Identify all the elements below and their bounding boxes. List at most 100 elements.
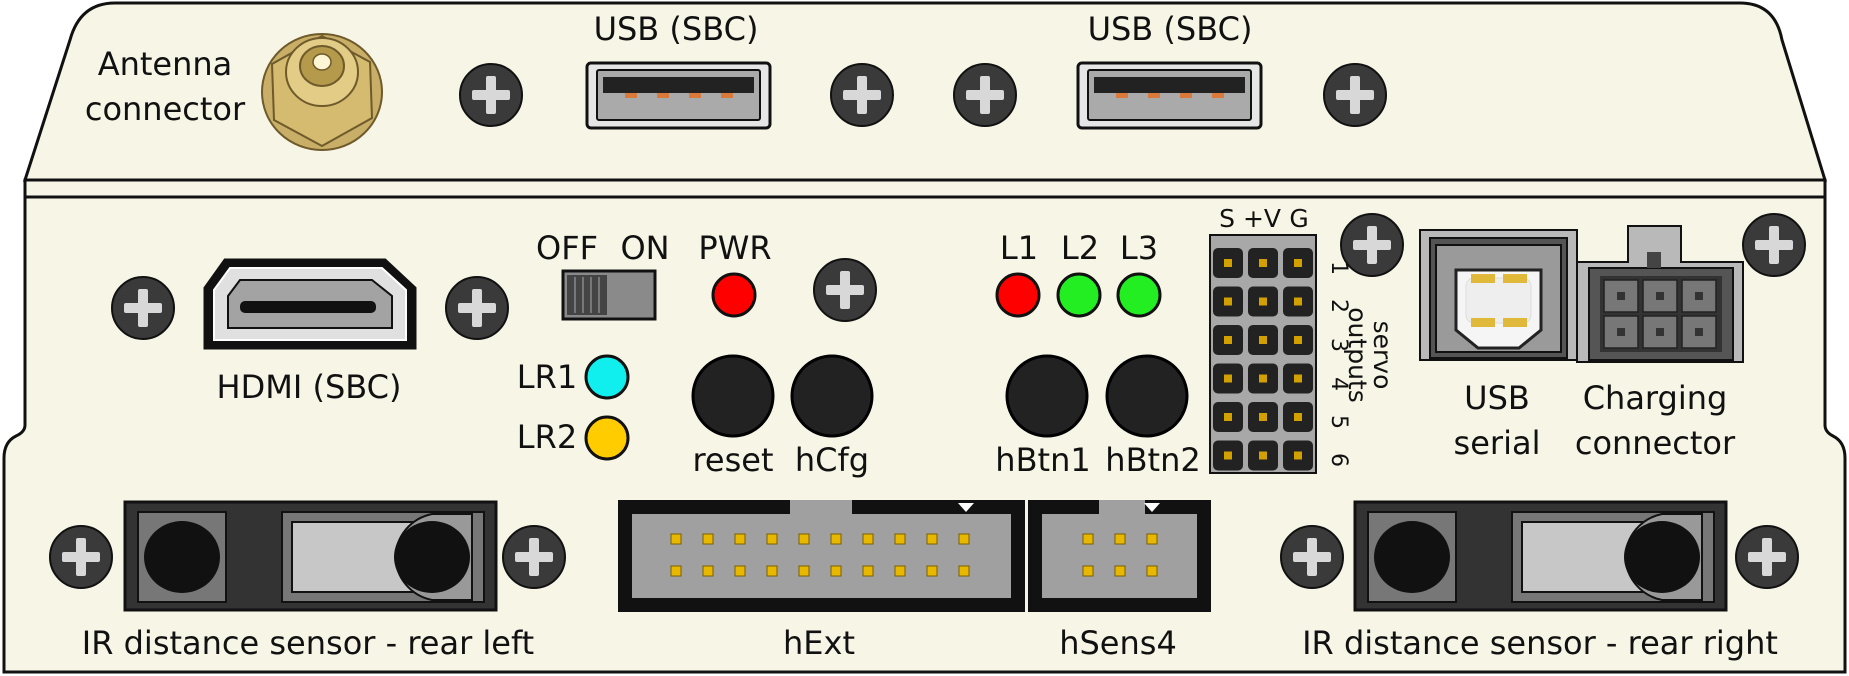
usb-sbc-right-label: USB (SBC)	[1088, 10, 1253, 48]
hext-pin	[734, 565, 746, 577]
hext-pin	[830, 565, 842, 577]
lr1-led	[584, 354, 630, 400]
hsens4-pin	[1146, 533, 1158, 545]
ir-sensor-rear-right	[1353, 500, 1728, 612]
usb-sbc-left-label: USB (SBC)	[594, 10, 759, 48]
power-switch	[561, 269, 657, 321]
upper-panel	[22, 1, 1828, 182]
antenna-connector-label-line2: connector	[85, 90, 246, 128]
hext-pin	[958, 533, 970, 545]
usb-sbc-right-port	[1076, 61, 1263, 130]
reset-button	[691, 354, 775, 438]
hext-pin	[958, 565, 970, 577]
hext-pin	[702, 565, 714, 577]
hext-pin	[894, 533, 906, 545]
screw-icon	[1323, 63, 1387, 127]
hsens4-label: hSens4	[1059, 624, 1177, 662]
ir-sensor-rear-left-label: IR distance sensor - rear left	[82, 624, 534, 662]
usb-serial-label: USB	[1464, 379, 1530, 417]
hbtn2-button	[1105, 354, 1189, 438]
hbtn2-label: hBtn2	[1105, 441, 1200, 479]
screw-icon	[49, 525, 113, 589]
lr2-label: LR2	[517, 418, 577, 456]
ir-sensor-rear-left	[123, 500, 498, 612]
servo-row-1: 1	[1326, 261, 1351, 275]
lr1-label: LR1	[517, 358, 577, 396]
hext-pin	[766, 565, 778, 577]
l3-led	[1116, 272, 1162, 318]
hdmi-label: HDMI (SBC)	[217, 368, 402, 406]
charging-connector-label: Charging	[1583, 379, 1728, 417]
screw-icon	[111, 276, 175, 340]
hsens4-pin	[1082, 533, 1094, 545]
screw-icon	[1735, 525, 1799, 589]
hext-label: hExt	[783, 624, 855, 662]
mounting-screws	[49, 63, 1806, 589]
hext-pin	[926, 565, 938, 577]
l2-label: L2	[1061, 229, 1099, 267]
servo-col-g: G	[1289, 204, 1308, 233]
screw-icon	[459, 63, 523, 127]
switch-off-label: OFF	[536, 229, 598, 267]
hsens4-pin	[1082, 565, 1094, 577]
hbtn1-button	[1005, 354, 1089, 438]
servo-header	[1209, 234, 1317, 474]
reset-label: reset	[692, 441, 773, 479]
servo-row-4: 4	[1326, 377, 1351, 391]
hbtn1-label: hBtn1	[995, 441, 1090, 479]
hdmi-port	[203, 258, 417, 350]
panel-divider-strip	[23, 178, 1827, 199]
hcfg-button	[790, 354, 874, 438]
screw-icon	[1340, 213, 1404, 277]
hext-pin	[766, 533, 778, 545]
screw-icon	[502, 525, 566, 589]
charging-pin	[1642, 315, 1678, 349]
hext-pin	[670, 533, 682, 545]
hext-pin	[798, 565, 810, 577]
hsens4-pin	[1146, 565, 1158, 577]
switch-on-label: ON	[620, 229, 669, 267]
hsens4-pin	[1114, 565, 1126, 577]
servo-row-5: 5	[1326, 415, 1351, 429]
pwr-led	[711, 272, 757, 318]
servo-row-numbers: 1 2 3 4 5 6	[1326, 261, 1351, 467]
antenna-connector-label: Antenna	[98, 45, 233, 83]
hsens4-pin	[1114, 533, 1126, 545]
hext-connector	[618, 500, 1025, 612]
hext-pin	[734, 533, 746, 545]
hext-pin	[670, 565, 682, 577]
charging-connector-label-line2: connector	[1575, 424, 1736, 462]
hext-pin	[862, 533, 874, 545]
lr2-led	[584, 415, 630, 461]
l3-label: L3	[1120, 229, 1158, 267]
servo-row-2: 2	[1326, 299, 1351, 313]
screw-icon	[813, 258, 877, 322]
screw-icon	[1742, 213, 1806, 277]
servo-col-v: +V	[1243, 204, 1281, 233]
hext-pin	[798, 533, 810, 545]
servo-outputs-label-line1: servo	[1368, 321, 1397, 390]
l1-led	[995, 272, 1041, 318]
servo-row-6: 6	[1326, 453, 1351, 467]
screw-icon	[1280, 525, 1344, 589]
hsens4-connector	[1028, 500, 1211, 612]
hext-pin	[926, 533, 938, 545]
pwr-label: PWR	[698, 229, 771, 267]
servo-col-s: S	[1219, 204, 1235, 233]
usb-serial-port	[1419, 229, 1578, 361]
hext-pin	[894, 565, 906, 577]
screw-icon	[953, 63, 1017, 127]
usb-sbc-left-port	[585, 61, 772, 130]
servo-outputs-label-line2: outputs	[1343, 307, 1372, 402]
l2-led	[1056, 272, 1102, 318]
hext-pin	[830, 533, 842, 545]
ir-sensor-rear-right-label: IR distance sensor - rear right	[1302, 624, 1778, 662]
screw-icon	[445, 276, 509, 340]
usb-serial-label-line2: serial	[1454, 424, 1541, 462]
hcfg-label: hCfg	[795, 441, 869, 479]
hext-pin	[702, 533, 714, 545]
hext-pin	[862, 565, 874, 577]
antenna-connector-icon	[261, 33, 383, 151]
l1-label: L1	[1000, 229, 1038, 267]
